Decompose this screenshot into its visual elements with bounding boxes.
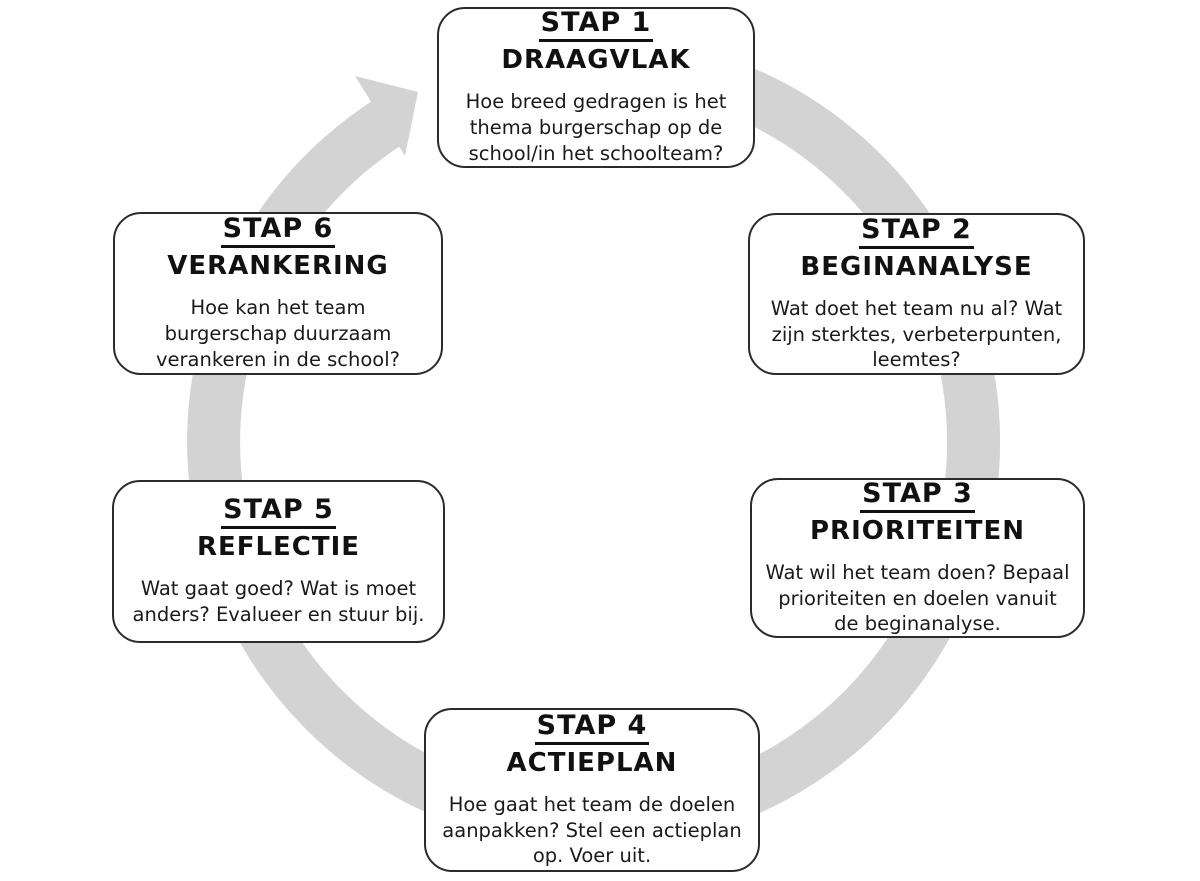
step-3-subtitle: PRIORITEITEN xyxy=(810,515,1025,546)
step-box-4: STAP 4 ACTIEPLAN Hoe gaat het team de do… xyxy=(424,708,760,872)
step-6-description: Hoe kan het team burgerschap duurzaam ve… xyxy=(155,296,401,371)
step-2-description: Wat doet het team nu al? Wat zijn sterkt… xyxy=(770,296,1063,372)
step-3-title: STAP 3 xyxy=(860,479,975,513)
step-1-description: Hoe breed gedragen is het thema burgersc… xyxy=(465,90,727,165)
step-6-subtitle: VERANKERING xyxy=(167,251,389,282)
step-3-description: Wat wil het team doen? Bepaal prioriteit… xyxy=(765,560,1070,636)
cycle-arrowhead-icon xyxy=(355,76,418,156)
step-box-2: STAP 2 BEGINANALYSE Wat doet het team nu… xyxy=(748,213,1085,375)
step-box-5: STAP 5 REFLECTIE Wat gaat goed? Wat is m… xyxy=(112,480,445,643)
step-2-title: STAP 2 xyxy=(859,215,974,249)
step-6-title: STAP 6 xyxy=(220,214,336,249)
step-5-description: Wat gaat goed? Wat is moet anders? Evalu… xyxy=(132,577,425,626)
step-box-3: STAP 3 PRIORITEITEN Wat wil het team doe… xyxy=(750,478,1085,638)
step-box-1: STAP 1 DRAAGVLAK Hoe breed gedragen is h… xyxy=(437,7,755,168)
step-4-description: Hoe gaat het team de doelen aanpakken? S… xyxy=(442,792,742,868)
step-1-subtitle: DRAAGVLAK xyxy=(501,45,691,76)
step-box-6: STAP 6 VERANKERING Hoe kan het team burg… xyxy=(113,212,443,375)
step-1-title: STAP 1 xyxy=(538,8,654,43)
step-2-subtitle: BEGINANALYSE xyxy=(800,251,1033,282)
step-4-title: STAP 4 xyxy=(534,711,650,745)
step-5-subtitle: REFLECTIE xyxy=(196,532,361,563)
step-5-title: STAP 5 xyxy=(221,495,336,530)
step-4-subtitle: ACTIEPLAN xyxy=(506,747,678,778)
